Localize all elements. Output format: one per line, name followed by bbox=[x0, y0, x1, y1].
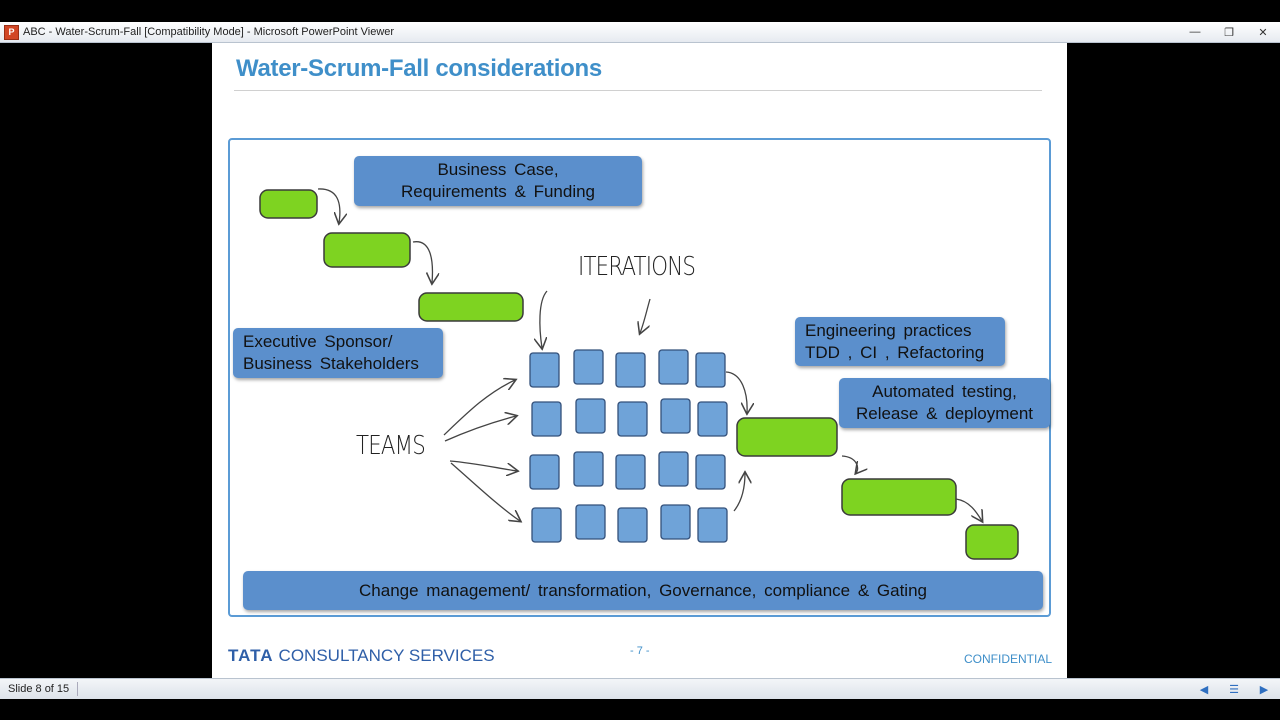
callout-automated-testing: Automated testing, Release & deployment bbox=[839, 378, 1050, 428]
diagram-frame bbox=[228, 138, 1051, 617]
tcs-logo-text: CONSULTANCY SERVICES bbox=[278, 646, 495, 665]
iteration-square-4-5 bbox=[697, 507, 728, 543]
sketch-arrow-12 bbox=[955, 498, 982, 521]
iteration-square-3-5 bbox=[695, 454, 726, 490]
water-scrum-fall-sketch bbox=[259, 188, 1019, 560]
slide: Water-Scrum-Fall considerations Business… bbox=[212, 43, 1067, 678]
iteration-square-1-4 bbox=[658, 349, 689, 385]
callout-executive-sponsor-line1: Executive Sponsor/ bbox=[243, 332, 393, 351]
iteration-square-3-4 bbox=[658, 451, 689, 487]
iteration-square-3-1 bbox=[529, 454, 560, 490]
sketch-arrow-9 bbox=[725, 371, 747, 413]
iteration-square-4-3 bbox=[617, 507, 648, 543]
close-icon[interactable]: ✕ bbox=[1258, 26, 1268, 39]
sketch-arrow-6 bbox=[444, 416, 516, 442]
waterfall-block-2 bbox=[323, 232, 411, 268]
sketch-arrow-8 bbox=[450, 462, 520, 521]
sketch-arrow-10 bbox=[733, 473, 745, 512]
sketch-arrow-5 bbox=[443, 380, 515, 436]
sketch-arrow-7 bbox=[449, 460, 517, 471]
callout-engineering-line2: TDD , CI , Refactoring bbox=[805, 342, 985, 362]
iteration-square-1-3 bbox=[615, 352, 646, 388]
callout-change-management-text: Change management/ transformation, Gover… bbox=[359, 580, 927, 600]
powerpoint-app-icon: P bbox=[4, 24, 19, 40]
iteration-square-4-1 bbox=[531, 507, 562, 543]
iterations-label: ITERATIONS bbox=[578, 252, 696, 282]
window-title-bar: P ABC - Water-Scrum-Fall [Compatibility … bbox=[0, 22, 1280, 43]
sketch-arrow-11 bbox=[841, 455, 858, 473]
tcs-logo-bold: TATA bbox=[228, 646, 274, 665]
slide-count: Slide 8 of 15 bbox=[0, 682, 79, 696]
waterfall-block-4 bbox=[736, 417, 838, 457]
iteration-square-2-2 bbox=[575, 398, 606, 434]
waterfall-block-3 bbox=[418, 292, 524, 322]
iteration-square-2-1 bbox=[531, 401, 562, 437]
iteration-square-1-5 bbox=[695, 352, 726, 388]
callout-change-management: Change management/ transformation, Gover… bbox=[243, 571, 1043, 610]
title-divider bbox=[234, 90, 1042, 91]
slide-page-number: - 7 - bbox=[630, 645, 650, 657]
iteration-square-2-3 bbox=[617, 401, 648, 437]
next-slide-icon[interactable]: ▶ bbox=[1259, 683, 1269, 696]
iteration-square-2-5 bbox=[697, 401, 728, 437]
iteration-square-4-4 bbox=[660, 504, 691, 540]
minimize-icon[interactable]: — bbox=[1189, 26, 1201, 38]
slide-stage: Water-Scrum-Fall considerations Business… bbox=[0, 43, 1280, 678]
callout-business-case: Business Case, Requirements & Funding bbox=[354, 156, 642, 206]
iteration-square-3-3 bbox=[615, 454, 646, 490]
restore-icon[interactable]: ❐ bbox=[1224, 26, 1234, 39]
previous-slide-icon[interactable]: ◀ bbox=[1199, 683, 1209, 696]
callout-executive-sponsor-line2: Business Stakeholders bbox=[243, 354, 419, 373]
iteration-square-3-2 bbox=[573, 451, 604, 487]
callout-automated-testing-line2: Release & deployment bbox=[855, 404, 1034, 423]
slide-menu-icon[interactable]: ☰ bbox=[1229, 683, 1239, 696]
status-bar: Slide 8 of 15 ◀ ☰ ▶ bbox=[0, 678, 1280, 699]
iteration-square-4-2 bbox=[575, 504, 606, 540]
window-title: ABC - Water-Scrum-Fall [Compatibility Mo… bbox=[23, 26, 395, 38]
callout-automated-testing-line1: Automated testing, bbox=[872, 382, 1017, 401]
sketch-arrow-4 bbox=[640, 298, 651, 333]
waterfall-block-6 bbox=[965, 524, 1019, 560]
iteration-square-1-2 bbox=[573, 349, 604, 385]
waterfall-block-1 bbox=[259, 189, 318, 219]
waterfall-block-5 bbox=[841, 478, 957, 516]
slide-navigation: ◀ ☰ ▶ bbox=[1196, 681, 1272, 697]
confidential-label: CONFIDENTIAL bbox=[964, 652, 1053, 666]
iteration-square-1-1 bbox=[529, 352, 560, 388]
callout-engineering-line1: Engineering practices bbox=[805, 320, 972, 340]
slide-title: Water-Scrum-Fall considerations bbox=[236, 55, 602, 82]
sketch-arrow-2 bbox=[412, 241, 432, 283]
sketch-arrow-3 bbox=[540, 290, 547, 348]
teams-label: TEAMS bbox=[356, 431, 426, 461]
callout-executive-sponsor: Executive Sponsor/ Business Stakeholders bbox=[233, 328, 443, 378]
callout-business-case-line1: Business Case, bbox=[437, 160, 559, 179]
sketch-arrow-1 bbox=[317, 188, 340, 223]
callout-business-case-line2: Requirements & Funding bbox=[400, 182, 596, 201]
iteration-square-2-4 bbox=[660, 398, 691, 434]
callout-engineering: Engineering practices TDD , CI , Refacto… bbox=[795, 317, 1005, 366]
